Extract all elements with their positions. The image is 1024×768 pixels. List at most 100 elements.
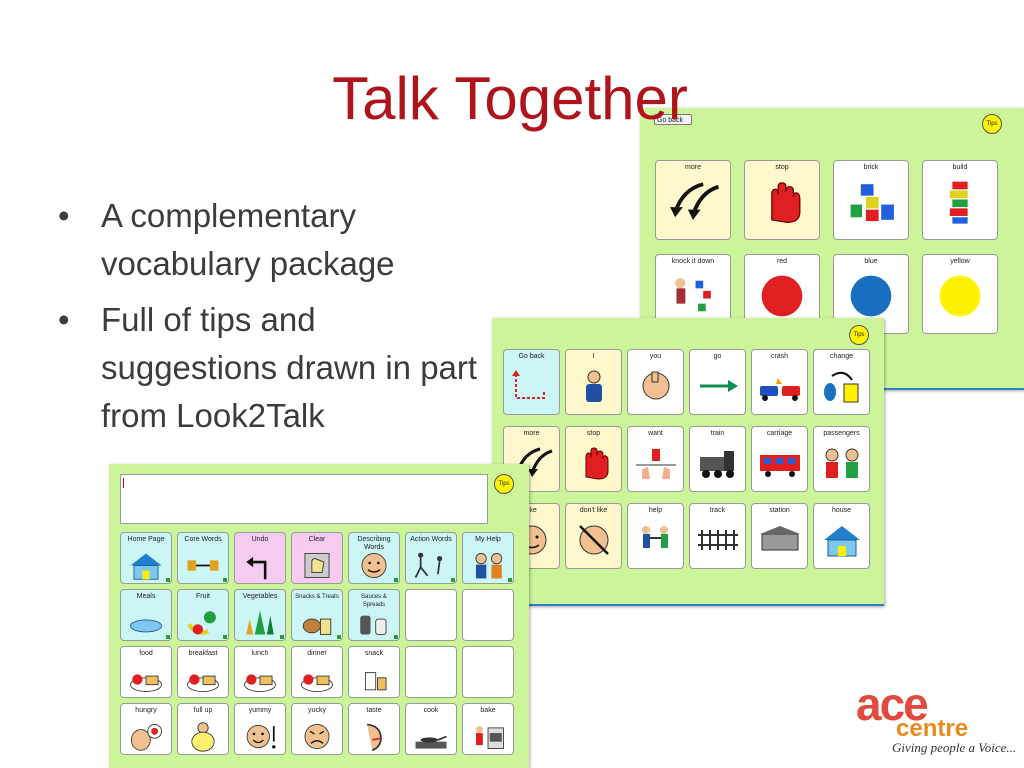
symbol-cell[interactable]: Fruit (177, 589, 229, 641)
hand-icon (585, 447, 608, 480)
symbol-cell[interactable]: crash (751, 349, 808, 415)
face-icon (361, 553, 387, 578)
symbol-cell[interactable]: Meals (120, 589, 172, 641)
link-marker (223, 578, 227, 582)
bullet-dot: • (58, 301, 70, 338)
bullet-text: A complementary vocabulary package (101, 197, 395, 282)
symbol-cell[interactable]: full up (177, 703, 229, 755)
symbol-label: blue (864, 258, 878, 265)
symbol-cell[interactable]: go (689, 349, 746, 415)
symbol-label: station (769, 507, 790, 514)
symbol-cell[interactable]: lunch (234, 646, 286, 698)
symbol-cell[interactable]: Home Page (120, 532, 172, 584)
symbol-cell[interactable]: don't like (565, 503, 622, 569)
symbol-label: more (523, 430, 540, 437)
symbol-cell[interactable]: dinner (291, 646, 343, 698)
symbol-cell[interactable]: bake (462, 703, 514, 755)
symbol-cell[interactable]: snack (348, 646, 400, 698)
symbol-label: I (592, 353, 595, 360)
symbol-cell[interactable]: change (813, 349, 870, 415)
symbol-cell[interactable]: station (751, 503, 808, 569)
symbol-cell[interactable]: yellow (922, 254, 998, 334)
symbol-label: cook (423, 707, 439, 714)
symbol-cell[interactable]: more (655, 160, 731, 240)
symbol-cell[interactable]: hungry (120, 703, 172, 755)
link-marker (166, 635, 170, 639)
people-icon (825, 448, 858, 478)
action-icon (414, 552, 443, 578)
symbol-cell[interactable]: stop (744, 160, 820, 240)
symbol-cell[interactable]: taste (348, 703, 400, 755)
symbol-cell[interactable]: Go back (503, 349, 560, 415)
symbol-cell[interactable]: build (922, 160, 998, 240)
symbol-cell[interactable]: train (689, 426, 746, 492)
symbol-cell[interactable]: Clear (291, 532, 343, 584)
symbol-cell[interactable]: brick (833, 160, 909, 240)
symbol-cell[interactable]: Vegetables (234, 589, 286, 641)
station-icon (759, 526, 800, 551)
symbol-cell[interactable]: Core Words (177, 532, 229, 584)
symbol-cell[interactable]: passengers (813, 426, 870, 492)
symbol-cell[interactable]: breakfast (177, 646, 229, 698)
symbol-cell[interactable]: help (627, 503, 684, 569)
symbol-cell[interactable]: yummy (234, 703, 286, 755)
symbol-cell[interactable]: yucky (291, 703, 343, 755)
tips-button[interactable]: Tips (982, 114, 1002, 134)
clear-icon (304, 553, 330, 578)
symbol-cell[interactable]: Undo (234, 532, 286, 584)
go-back-button[interactable]: Go back (654, 114, 692, 125)
slide-title: Talk Together (332, 65, 688, 132)
symbol-label: house (831, 507, 852, 514)
bake-icon (475, 726, 504, 749)
blue-icon (850, 275, 892, 317)
ace-centre-logo: ace centre Giving people a Voice... (848, 680, 1024, 768)
bullet-dot: • (58, 197, 70, 234)
symbol-label: like (526, 507, 537, 514)
bricks-icon (850, 184, 894, 222)
symbol-cell[interactable]: cook (405, 703, 457, 755)
symbol-cell[interactable]: want (627, 426, 684, 492)
symbol-label: Vegetables (242, 593, 278, 600)
symbol-cell[interactable]: My Help (462, 532, 514, 584)
symbol-cell[interactable] (462, 646, 514, 698)
symbol-cell[interactable]: Sauces & Spreads (348, 589, 400, 641)
train-icon (699, 451, 734, 478)
symbol-label: Snacks & Treats (295, 594, 339, 600)
symbol-cell[interactable]: Action Words (405, 532, 457, 584)
symbol-label: Fruit (196, 593, 210, 600)
symbol-cell[interactable]: Snacks & Treats (291, 589, 343, 641)
symbol-cell[interactable]: track (689, 503, 746, 569)
text-cursor (123, 478, 124, 488)
symbol-label: train (710, 430, 725, 437)
symbol-label: breakfast (188, 650, 218, 657)
symbol-label: build (952, 164, 968, 171)
yellow-icon (939, 275, 981, 317)
symbol-cell[interactable]: food (120, 646, 172, 698)
symbol-cell[interactable]: Describing Words (348, 532, 400, 584)
link-marker (451, 578, 455, 582)
bullet-item: •Full of tips and suggestions drawn in p… (58, 296, 498, 440)
symbol-label: My Help (475, 536, 501, 543)
symbol-label: Clear (308, 536, 326, 543)
link-marker (337, 635, 341, 639)
symbol-label: carriage (766, 430, 793, 437)
veg-icon (246, 610, 274, 635)
symbol-cell[interactable]: house (813, 503, 870, 569)
symbol-cell[interactable]: carriage (751, 426, 808, 492)
symbol-label: knock it down (671, 258, 715, 265)
symbol-cell[interactable]: I (565, 349, 622, 415)
plate-icon (130, 619, 162, 633)
symbol-cell[interactable] (405, 589, 457, 641)
symbol-label: help (648, 507, 663, 514)
link-marker (508, 578, 512, 582)
taste-icon (366, 723, 382, 752)
message-bar[interactable] (120, 474, 488, 524)
symbol-label: yucky (308, 707, 326, 714)
tips-button[interactable]: Tips (494, 474, 514, 494)
tips-button[interactable]: Tips (849, 325, 869, 345)
symbol-cell[interactable] (405, 646, 457, 698)
symbol-cell[interactable]: you (627, 349, 684, 415)
symbol-label: brick (863, 164, 879, 171)
symbol-cell[interactable] (462, 589, 514, 641)
symbol-cell[interactable]: stop (565, 426, 622, 492)
